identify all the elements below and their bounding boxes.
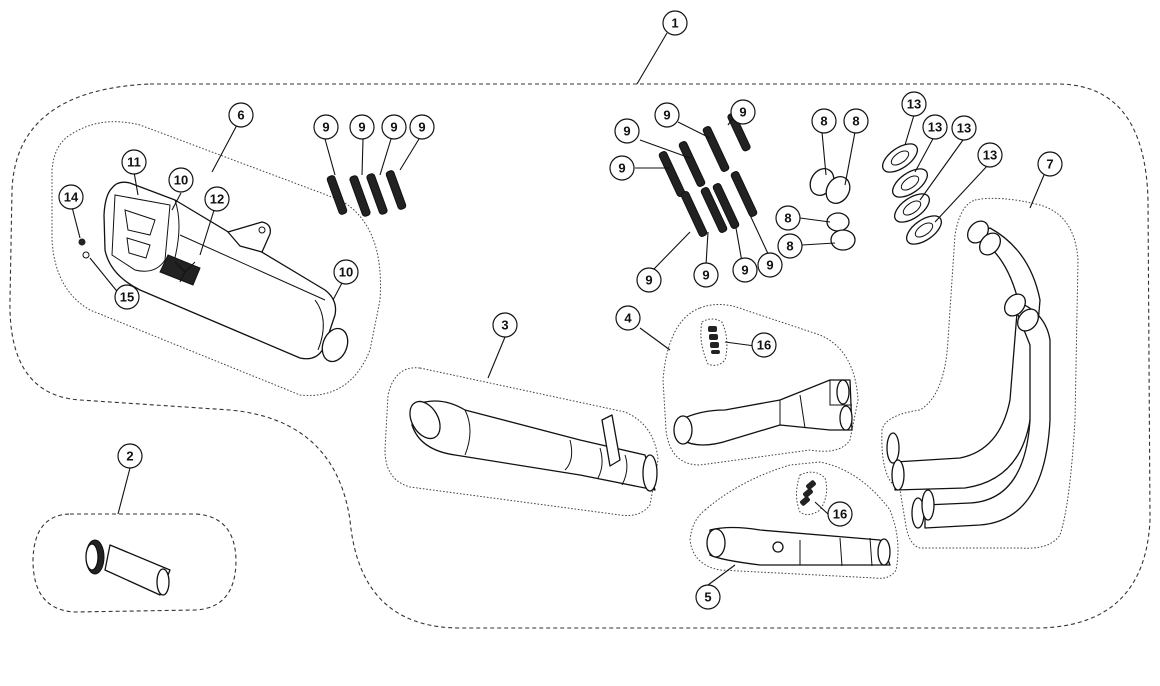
callout-14: 14	[58, 184, 84, 210]
callout-9g: 9	[614, 118, 640, 144]
svg-text:9: 9	[358, 120, 365, 135]
svg-text:9: 9	[322, 120, 329, 135]
callout-9l: 9	[757, 252, 783, 278]
callout-8d: 8	[777, 233, 803, 259]
callout-10b: 10	[333, 259, 359, 285]
svg-text:8: 8	[786, 239, 793, 254]
callout-16b: 16	[827, 501, 853, 527]
callout-8a: 8	[811, 108, 837, 134]
svg-text:2: 2	[126, 449, 133, 464]
svg-text:9: 9	[390, 120, 397, 135]
part-3-outline	[384, 367, 659, 516]
svg-text:9: 9	[741, 263, 748, 278]
callout-9d: 9	[409, 114, 435, 140]
callout-7: 7	[1037, 151, 1063, 177]
spring-kit-part-16b	[800, 480, 816, 506]
part-14-nut	[78, 238, 86, 246]
svg-text:12: 12	[210, 192, 224, 207]
pipe-part-5	[706, 526, 891, 567]
svg-text:16: 16	[757, 338, 771, 353]
header-part-7	[886, 220, 1051, 529]
svg-text:9: 9	[739, 105, 746, 120]
part-16a-outline	[700, 318, 728, 366]
callout-15: 15	[114, 284, 140, 310]
callout-9j: 9	[693, 262, 719, 288]
svg-text:8: 8	[820, 114, 827, 129]
callout-13a: 13	[901, 91, 927, 117]
link-pipe-part-3	[409, 400, 658, 492]
flanges-part-13	[881, 143, 943, 245]
part-15-washer	[82, 251, 90, 259]
svg-text:13: 13	[928, 120, 942, 135]
svg-text:11: 11	[127, 155, 141, 170]
part-16b-outline	[796, 471, 828, 516]
callout-9a: 9	[313, 114, 339, 140]
callout-9c: 9	[381, 114, 407, 140]
svg-text:6: 6	[237, 108, 244, 123]
callout-8b: 8	[843, 108, 869, 134]
svg-text:8: 8	[784, 211, 791, 226]
callout-10a: 10	[168, 167, 194, 193]
callout-9e: 9	[654, 102, 680, 128]
svg-text:15: 15	[120, 290, 134, 305]
callout-9f: 9	[730, 99, 756, 125]
svg-text:8: 8	[852, 114, 859, 129]
part-5-outline	[689, 461, 899, 579]
assembly-1-outline	[9, 83, 1151, 629]
part-2-outline	[32, 513, 237, 613]
svg-text:9: 9	[766, 258, 773, 273]
callout-13c: 13	[951, 115, 977, 141]
svg-text:13: 13	[907, 97, 921, 112]
leader-lines	[71, 32, 1045, 586]
callout-4: 4	[615, 305, 641, 331]
callout-11: 11	[121, 149, 147, 175]
svg-text:13: 13	[983, 148, 997, 163]
gaskets-part-8	[809, 168, 856, 251]
svg-text:9: 9	[418, 120, 425, 135]
svg-text:3: 3	[501, 318, 508, 333]
muffler-group-outline	[51, 121, 381, 396]
svg-text:14: 14	[64, 190, 79, 205]
svg-text:4: 4	[624, 311, 632, 326]
svg-text:5: 5	[704, 590, 711, 605]
callout-2: 2	[117, 443, 143, 469]
callout-1: 1	[662, 10, 688, 36]
callout-9i: 9	[636, 267, 662, 293]
svg-text:10: 10	[174, 173, 188, 188]
callout-8c: 8	[775, 205, 801, 231]
end-cap-part-2	[85, 539, 171, 596]
svg-text:9: 9	[702, 268, 709, 283]
spring-kit-part-16a	[708, 326, 720, 354]
svg-text:9: 9	[663, 108, 670, 123]
callout-5: 5	[695, 584, 721, 610]
muffler-part-6	[103, 181, 349, 363]
svg-text:1: 1	[671, 16, 678, 31]
callout-13b: 13	[922, 114, 948, 140]
svg-text:7: 7	[1046, 157, 1053, 172]
callout-13d: 13	[977, 142, 1003, 168]
callout-12: 12	[204, 186, 230, 212]
svg-text:10: 10	[339, 265, 353, 280]
callout-9h: 9	[609, 155, 635, 181]
callout-9k: 9	[732, 257, 758, 283]
y-pipe-part-4	[673, 379, 853, 446]
callout-16a: 16	[751, 332, 777, 358]
svg-text:9: 9	[623, 124, 630, 139]
callout-3: 3	[492, 312, 518, 338]
part-7-outline	[881, 197, 1079, 549]
callout-6: 6	[228, 102, 254, 128]
svg-text:9: 9	[645, 273, 652, 288]
svg-text:9: 9	[618, 161, 625, 176]
callout-9b: 9	[349, 114, 375, 140]
svg-text:16: 16	[833, 507, 847, 522]
svg-text:13: 13	[957, 121, 971, 136]
